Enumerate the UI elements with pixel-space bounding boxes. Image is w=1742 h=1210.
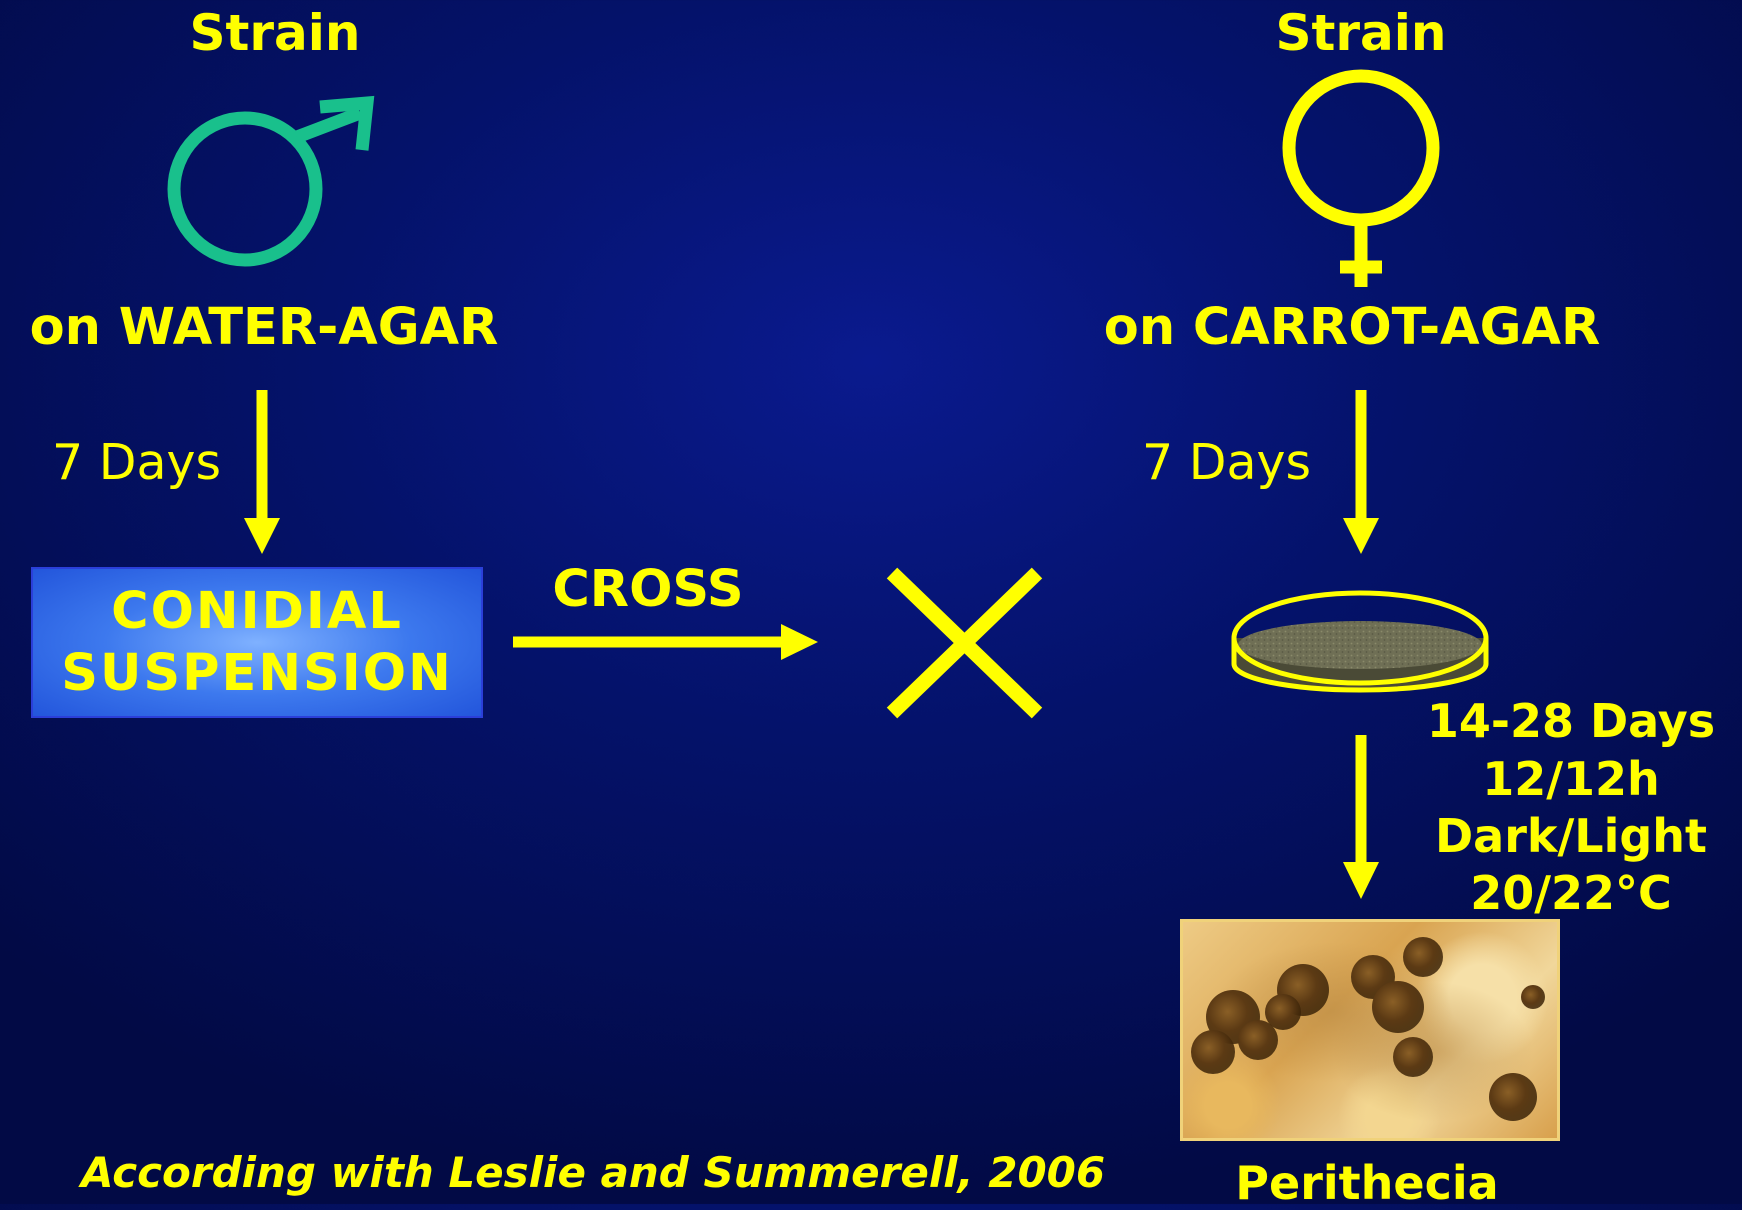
left-strain-title: Strain: [189, 8, 360, 58]
cross-arrow: [513, 624, 818, 660]
citation-text: According with Leslie and Summerell, 200…: [81, 1152, 1105, 1194]
box-line-2: SUSPENSION: [61, 643, 453, 705]
left-down-arrow: [244, 390, 280, 554]
conidial-suspension-box: CONIDIAL SUSPENSION: [31, 567, 483, 718]
perithecia-image-drawing: [1183, 922, 1557, 1138]
right-strain-title: Strain: [1275, 8, 1446, 58]
male-symbol-icon: [174, 103, 367, 260]
incubation-line-2: 12/12h: [1482, 756, 1660, 802]
box-line-1: CONIDIAL: [111, 581, 403, 643]
right-medium-label: on CARROT-AGAR: [1104, 302, 1600, 353]
incubation-line-1: 14-28 Days: [1427, 698, 1715, 744]
incubation-line-4: 20/22°C: [1470, 870, 1672, 916]
left-duration-label: 7 Days: [52, 438, 221, 487]
perithecia-label: Perithecia: [1235, 1160, 1498, 1206]
perithecia-image: [1180, 919, 1560, 1141]
incubation-line-3: Dark/Light: [1435, 813, 1707, 859]
cross-x-icon: [892, 573, 1037, 713]
left-medium-label: on WATER-AGAR: [30, 302, 499, 353]
right-duration-label: 7 Days: [1142, 438, 1311, 487]
incubation-down-arrow: [1343, 735, 1379, 899]
female-symbol-icon: [1289, 76, 1433, 287]
petri-dish-icon: [1234, 593, 1486, 690]
cross-label: CROSS: [552, 564, 743, 615]
right-down-arrow: [1343, 390, 1379, 554]
